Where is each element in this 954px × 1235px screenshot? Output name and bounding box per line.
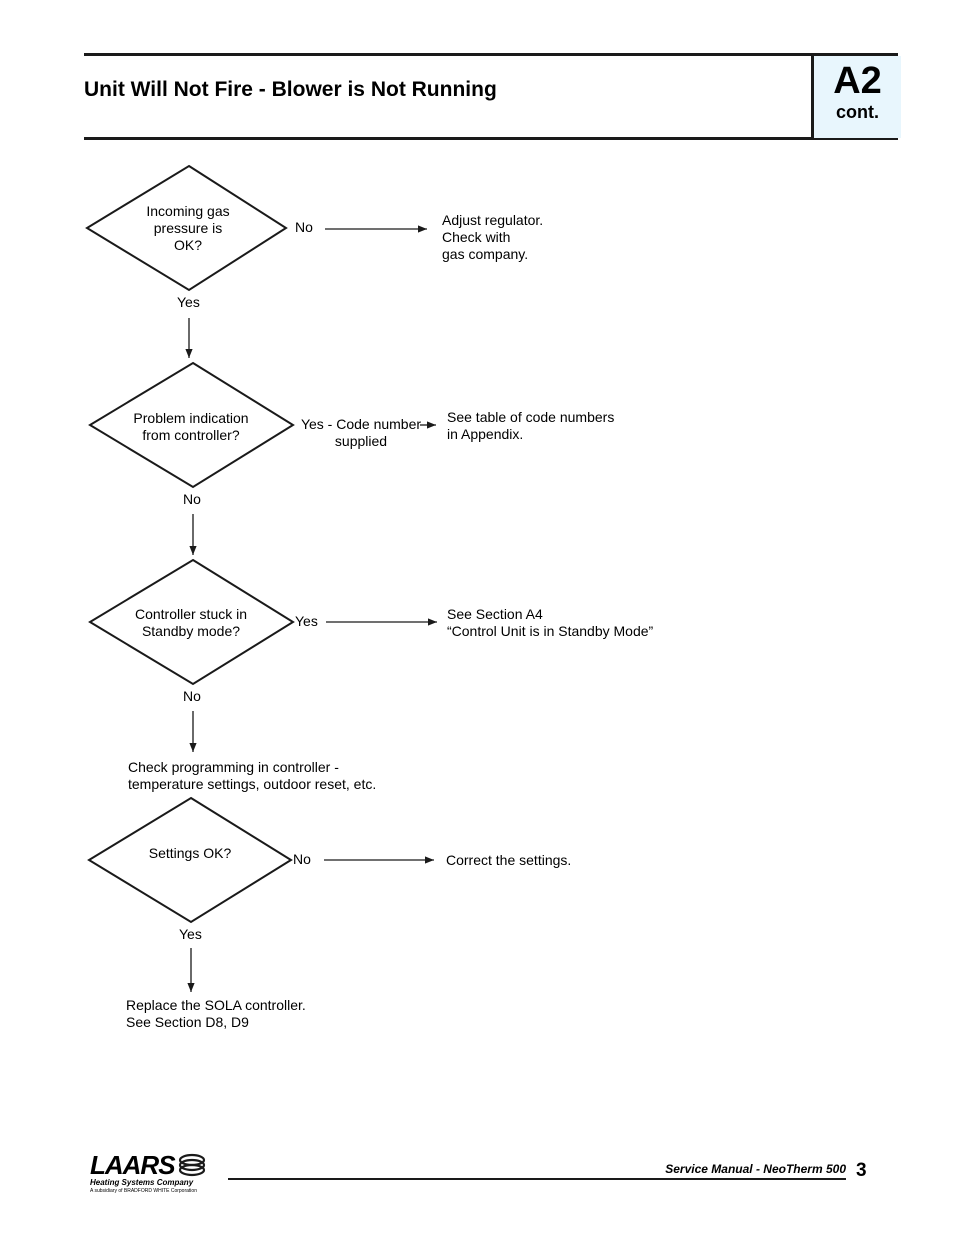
decision-problem-indication-text: Problem indication from controller? (121, 410, 261, 444)
gas-yes-label: Yes (177, 294, 200, 310)
result-section-a4: See Section A4 “Control Unit is in Stand… (447, 606, 653, 640)
decision-text-line: OK? (173, 237, 202, 253)
header-bottom-rule (84, 137, 898, 140)
result-text-line: “Control Unit is in Standby Mode” (447, 623, 654, 639)
decision-standby-mode (88, 558, 295, 686)
section-badge: A2 cont. (811, 56, 901, 138)
result-text-line: in Appendix. (447, 426, 524, 442)
result-adjust-regulator: Adjust regulator. Check with gas company… (442, 212, 543, 263)
decision-gas-pressure (85, 164, 288, 292)
logo-fineprint: A subsidiary of BRADFORD WHITE Corporati… (90, 1188, 197, 1194)
step-check-programming: Check programming in controller - temper… (128, 759, 376, 793)
decision-problem-indication (88, 361, 295, 489)
decision-text-line: from controller? (142, 427, 240, 443)
result-text-line: Check with (442, 229, 511, 245)
decision-settings-ok (87, 796, 293, 924)
decision-text-line: Problem indication (133, 410, 249, 426)
settings-yes-label: Yes (179, 926, 202, 942)
logo-subtitle: Heating Systems Company (90, 1178, 194, 1187)
code-yes-label: Yes - Code number supplied (294, 416, 428, 450)
decision-text-line: Settings OK? (148, 845, 232, 861)
branch-text-line: Yes - Code number (300, 416, 422, 432)
step-text-line: temperature settings, outdoor reset, etc… (128, 776, 377, 792)
standby-yes-label: Yes (295, 613, 318, 629)
decision-text-line: Controller stuck in (134, 606, 248, 622)
decision-text-line: Standby mode? (141, 623, 241, 639)
step-text-line: Check programming in controller - (128, 759, 339, 775)
logo-wordmark: LAARS (90, 1150, 176, 1180)
standby-no-label: No (183, 688, 201, 704)
result-text-line: gas company. (442, 246, 529, 262)
settings-no-label: No (293, 851, 311, 867)
result-correct-settings: Correct the settings. (446, 852, 572, 868)
laars-logo: LAARS Heating Systems Company A subsidia… (90, 1152, 207, 1195)
branch-text-line: supplied (334, 433, 388, 449)
decision-text-line: Incoming gas (146, 203, 230, 219)
footer-rule (228, 1178, 846, 1180)
result-text-line: Adjust regulator. (442, 212, 544, 228)
manual-title: Service Manual - NeoTherm 500 (665, 1162, 846, 1176)
step-text-line: Replace the SOLA controller. (126, 997, 306, 1013)
decision-standby-text: Controller stuck in Standby mode? (121, 606, 261, 640)
decision-settings-text: Settings OK? (130, 845, 250, 862)
gas-no-label: No (295, 219, 313, 235)
header-top-rule (84, 53, 898, 56)
step-text-line: See Section D8, D9 (126, 1014, 249, 1030)
decision-text-line: pressure is (153, 220, 223, 236)
decision-gas-pressure-text: Incoming gas pressure is OK? (128, 203, 248, 254)
logo-coil-icon (178, 1153, 205, 1177)
step-replace-controller: Replace the SOLA controller. See Section… (126, 997, 306, 1031)
result-text-line: See table of code numbers (447, 409, 615, 425)
result-code-table: See table of code numbers in Appendix. (447, 409, 614, 443)
section-code: A2 (833, 60, 882, 102)
page-number: 3 (856, 1160, 867, 1181)
page-title: Unit Will Not Fire - Blower is Not Runni… (84, 78, 497, 101)
section-continued: cont. (836, 102, 879, 122)
problem-no-label: No (183, 491, 201, 507)
result-text-line: See Section A4 (447, 606, 543, 622)
